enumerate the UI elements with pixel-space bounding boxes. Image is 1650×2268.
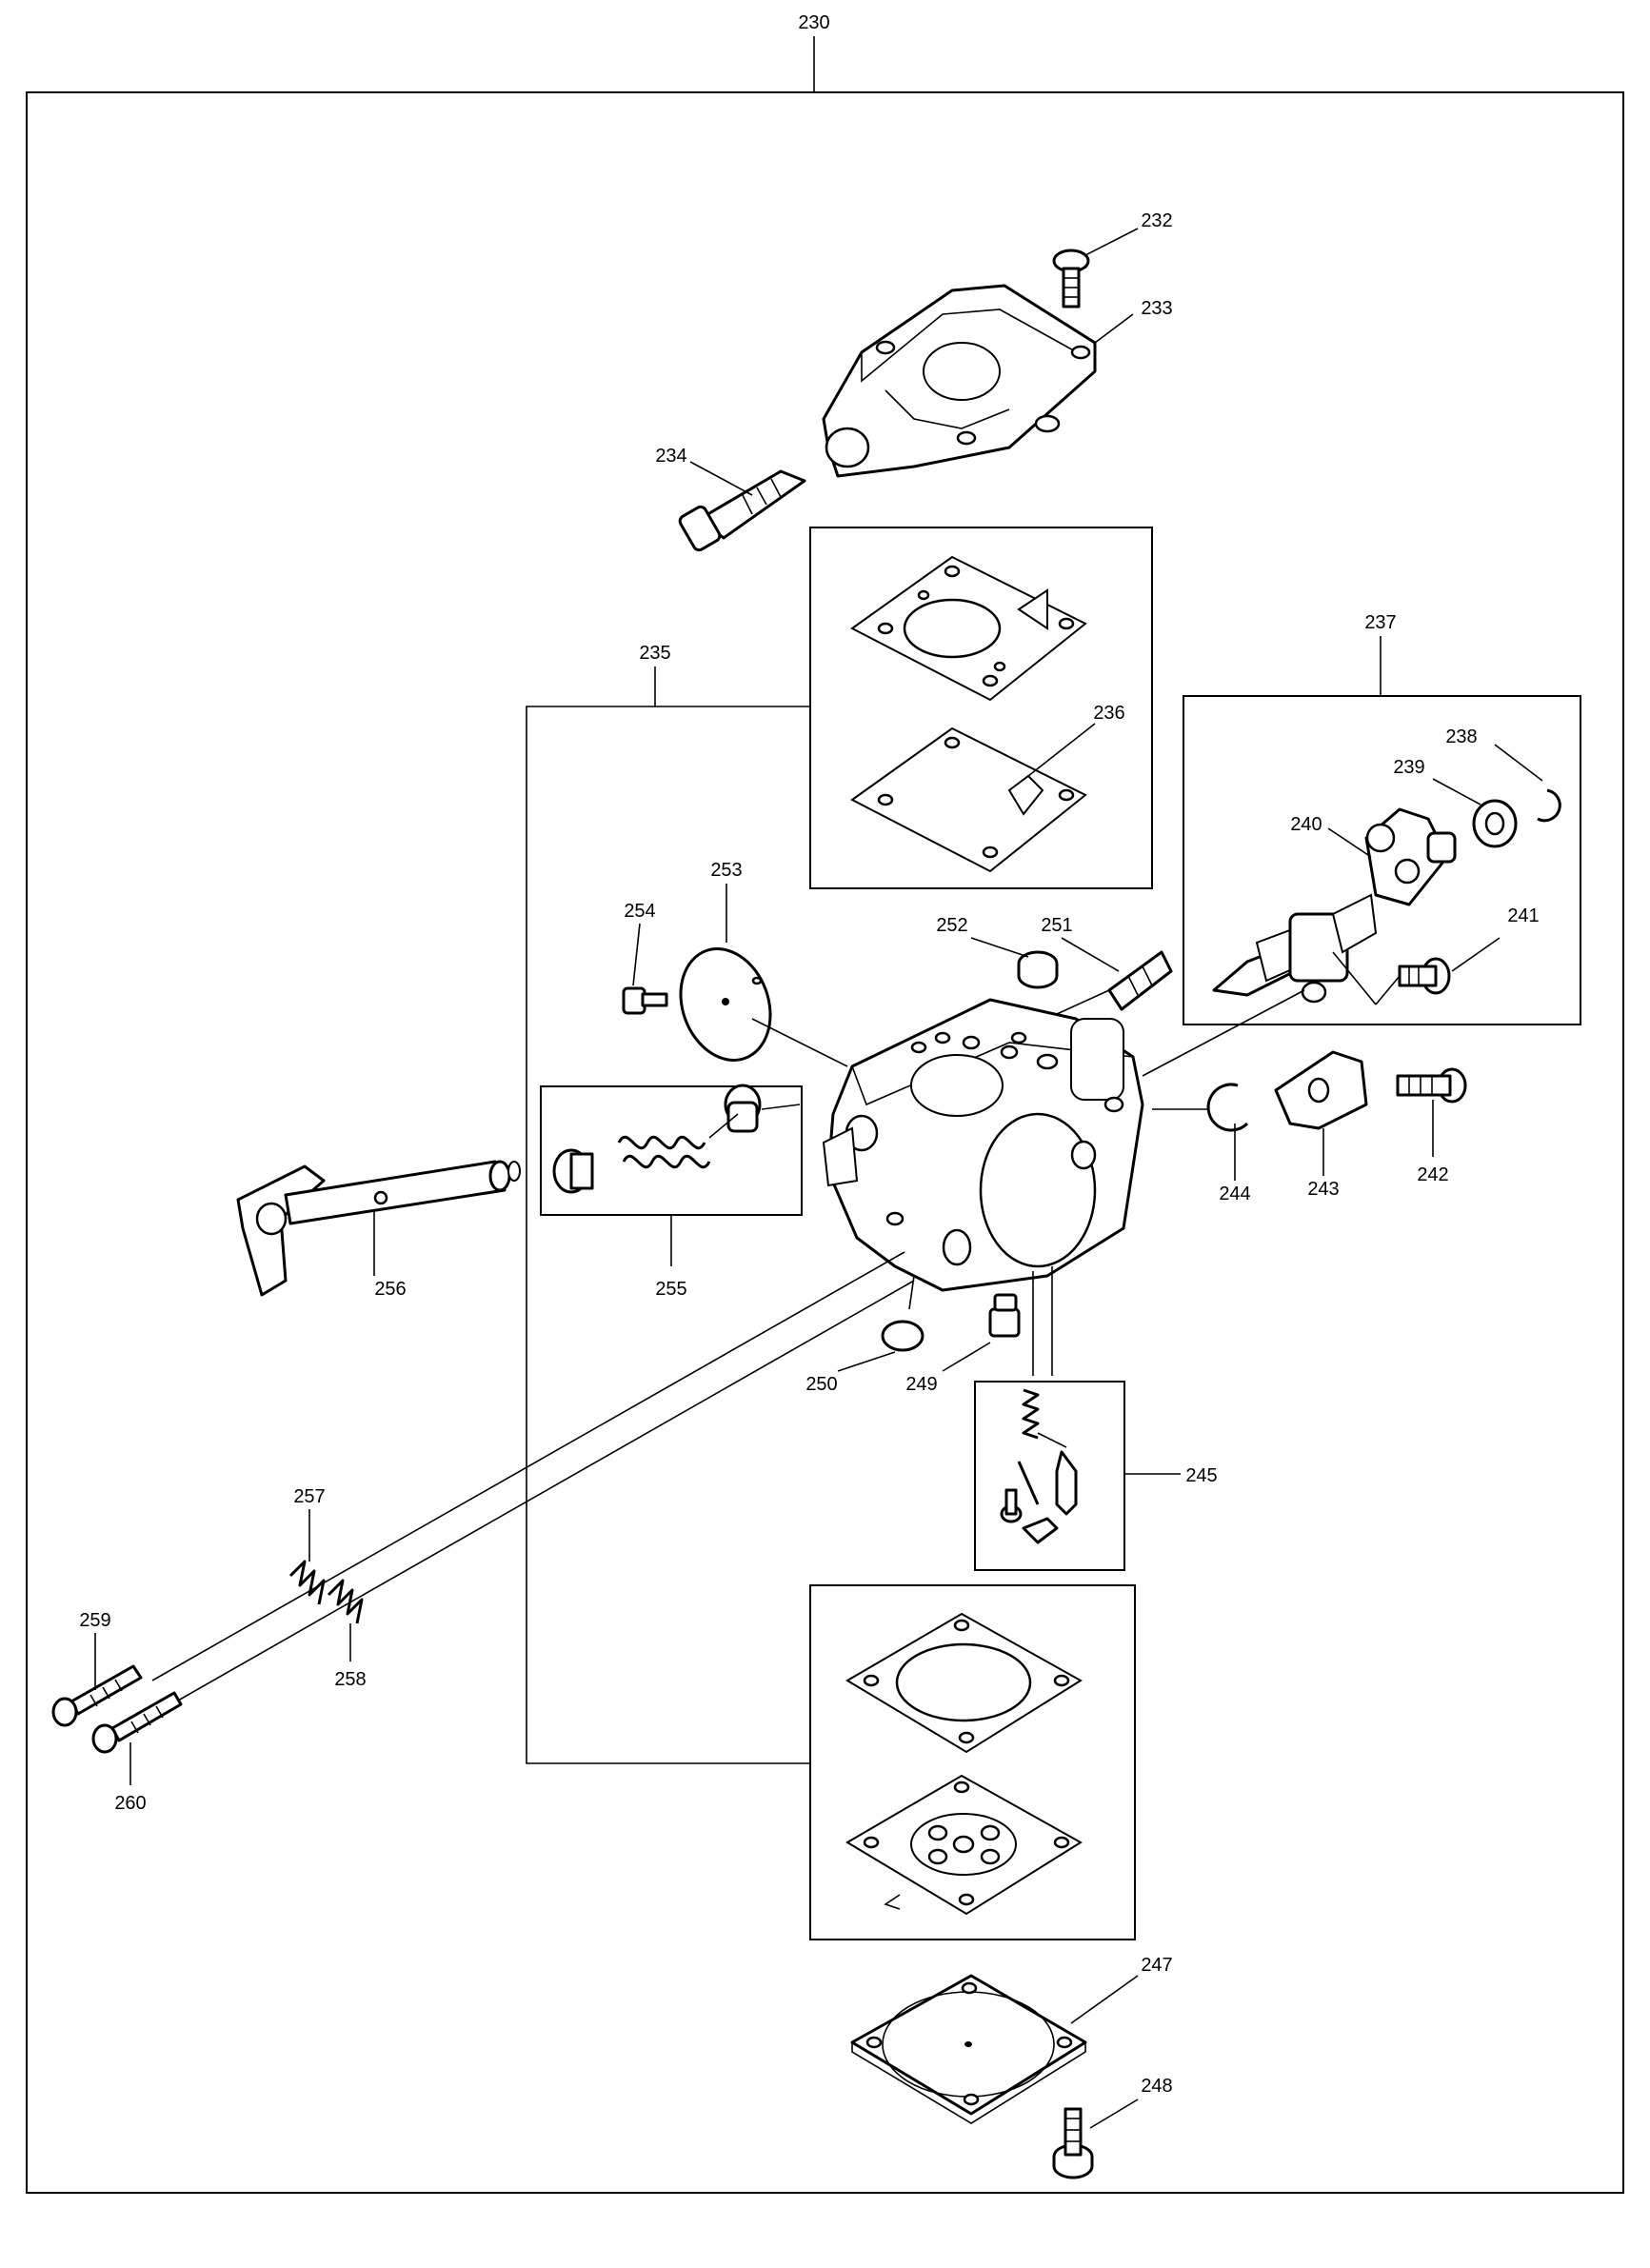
leader-236 bbox=[1027, 723, 1096, 777]
part-253-valve-disc bbox=[679, 947, 772, 1062]
part-metering-gasket bbox=[845, 1612, 1083, 1754]
callout-241: 241 bbox=[1507, 905, 1539, 926]
callout-238: 238 bbox=[1445, 726, 1477, 747]
leader-237-body bbox=[1142, 989, 1305, 1077]
callout-258: 258 bbox=[334, 1669, 366, 1690]
callout-243: 243 bbox=[1307, 1179, 1339, 1200]
part-250-o-ring bbox=[881, 1320, 924, 1352]
part-242-screw bbox=[1396, 1067, 1467, 1104]
callout-234: 234 bbox=[655, 446, 686, 467]
part-255-pump-parts bbox=[552, 1084, 801, 1194]
part-258-spring bbox=[327, 1579, 364, 1624]
bracket-235 bbox=[526, 706, 810, 1764]
callout-240: 240 bbox=[1290, 814, 1322, 835]
part-238-clip bbox=[1537, 788, 1561, 823]
part-249-plug bbox=[988, 1293, 1021, 1338]
callout-254: 254 bbox=[624, 901, 655, 922]
part-236-pump-gasket bbox=[850, 555, 1087, 702]
box-255 bbox=[540, 1085, 803, 1216]
callout-236: 236 bbox=[1093, 703, 1124, 724]
callout-250: 250 bbox=[805, 1374, 837, 1395]
box-236 bbox=[809, 527, 1153, 889]
part-256-choke-shaft bbox=[236, 1160, 521, 1297]
part-232-screw bbox=[1052, 249, 1090, 308]
part-239-washer bbox=[1472, 799, 1518, 848]
part-237-throttle-shaft bbox=[1212, 893, 1401, 1005]
callout-256: 256 bbox=[374, 1279, 406, 1300]
leader-needle-axis-1 bbox=[151, 1251, 905, 1681]
callout-235: 235 bbox=[639, 643, 670, 664]
callout-245: 245 bbox=[1185, 1465, 1217, 1486]
leader-250 bbox=[837, 1351, 896, 1372]
callout-253: 253 bbox=[710, 860, 742, 881]
part-257-spring bbox=[288, 1560, 326, 1605]
leader-248 bbox=[1089, 2099, 1139, 2129]
part-241-screw bbox=[1398, 957, 1451, 995]
leader-238 bbox=[1494, 744, 1543, 782]
part-carburetor-body bbox=[822, 998, 1144, 1292]
part-259-high-speed-screw bbox=[51, 1664, 143, 1727]
part-247-metering-cover bbox=[850, 1974, 1087, 2124]
leader-247 bbox=[1070, 1975, 1139, 2024]
leader-251 bbox=[1061, 937, 1120, 972]
part-252-plug bbox=[1017, 950, 1059, 989]
part-254-screw bbox=[622, 986, 668, 1015]
leader-241 bbox=[1451, 937, 1501, 972]
part-metering-diaphragm bbox=[845, 1774, 1083, 1916]
part-234-fitting bbox=[678, 469, 806, 552]
leader-needle-axis-2 bbox=[170, 1280, 915, 1705]
callout-244: 244 bbox=[1219, 1184, 1250, 1204]
callout-237: 237 bbox=[1364, 612, 1396, 633]
leader-252 bbox=[970, 937, 1029, 958]
leader-232 bbox=[1084, 228, 1139, 256]
diagram-frame bbox=[26, 91, 1624, 2194]
box-245 bbox=[974, 1381, 1125, 1571]
callout-248: 248 bbox=[1141, 2076, 1172, 2097]
box-237 bbox=[1183, 695, 1581, 1025]
part-248-screw bbox=[1052, 2107, 1094, 2179]
callout-251: 251 bbox=[1041, 915, 1072, 936]
leader-249 bbox=[942, 1342, 991, 1372]
leader-239 bbox=[1432, 778, 1481, 806]
callout-259: 259 bbox=[79, 1610, 110, 1631]
callout-255: 255 bbox=[655, 1279, 686, 1300]
callout-233: 233 bbox=[1141, 298, 1172, 319]
part-245-needle-valve-kit bbox=[1000, 1388, 1078, 1544]
leader-254 bbox=[632, 923, 641, 986]
part-251-nipple bbox=[1107, 950, 1173, 1011]
callout-249: 249 bbox=[905, 1374, 937, 1395]
callout-230: 230 bbox=[798, 12, 829, 33]
part-260-low-speed-screw bbox=[91, 1691, 183, 1754]
leader-251-body bbox=[1056, 989, 1110, 1015]
part-240-lever bbox=[1364, 807, 1457, 906]
callout-252: 252 bbox=[936, 915, 967, 936]
part-233-pump-cover bbox=[822, 284, 1097, 478]
leader-240 bbox=[1327, 827, 1372, 858]
part-236-pump-diaphragm bbox=[850, 726, 1087, 873]
callout-247: 247 bbox=[1141, 1955, 1172, 1976]
callout-232: 232 bbox=[1141, 210, 1172, 231]
part-244-e-clip bbox=[1206, 1083, 1249, 1132]
callout-257: 257 bbox=[293, 1486, 325, 1507]
leader-233 bbox=[1094, 313, 1134, 344]
leader-234 bbox=[689, 461, 753, 496]
callout-239: 239 bbox=[1393, 757, 1424, 778]
part-243-cam bbox=[1274, 1050, 1368, 1130]
callout-242: 242 bbox=[1417, 1164, 1448, 1185]
leader-253-body bbox=[751, 1018, 848, 1067]
box-lower-gaskets bbox=[809, 1584, 1136, 1940]
callout-260: 260 bbox=[114, 1793, 146, 1814]
